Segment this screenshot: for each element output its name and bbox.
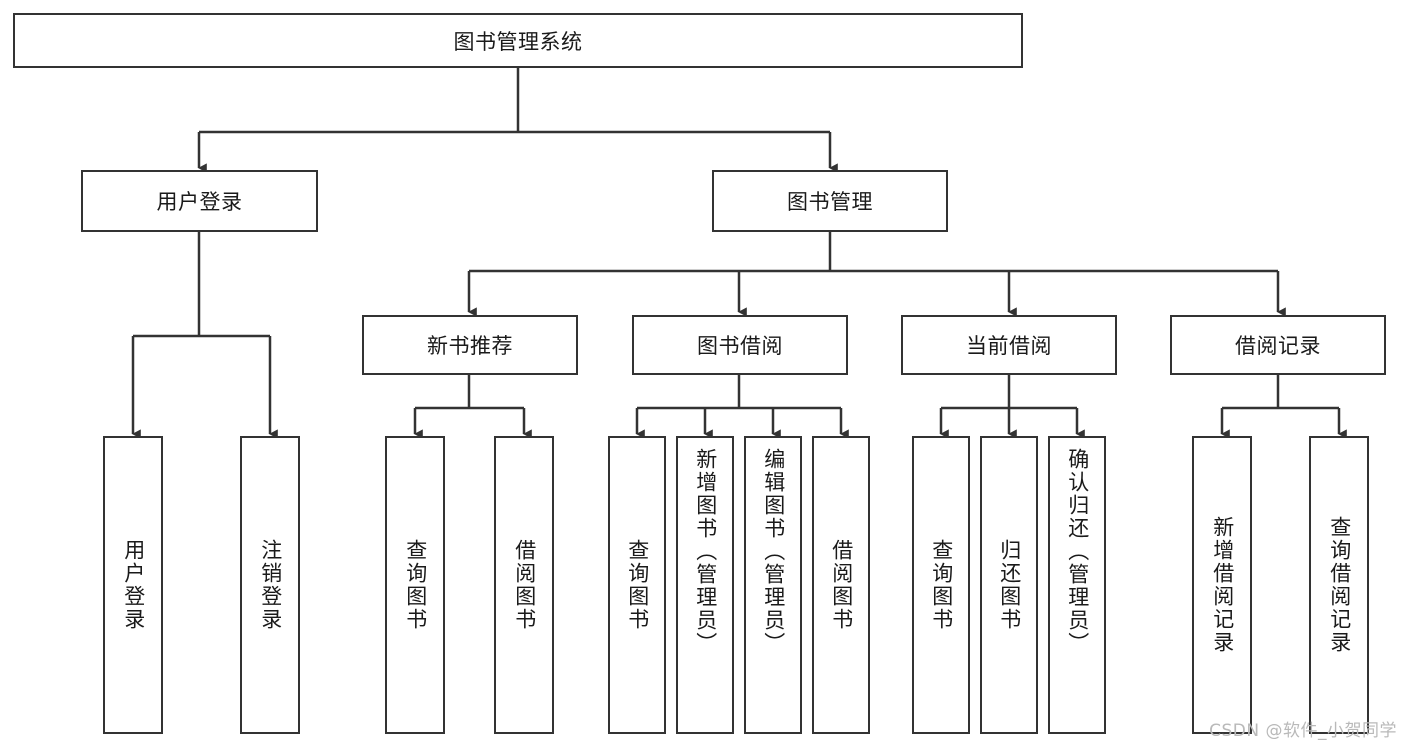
watermark: CSDN @软件_小贺同学 [1209, 721, 1397, 741]
leaf-book-borrow-add-book-admin[interactable]: 新增图书（管理员） [676, 436, 734, 734]
node-label: 注销登录 [258, 539, 283, 631]
node-label: 当前借阅 [966, 334, 1052, 358]
node-new-book-recommend[interactable]: 新书推荐 [362, 315, 578, 375]
leaf-book-borrow-borrow-book[interactable]: 借阅图书 [812, 436, 870, 734]
node-label: 用户登录 [121, 539, 146, 631]
node-root-book-management-system[interactable]: 图书管理系统 [13, 13, 1023, 68]
node-book-borrow[interactable]: 图书借阅 [632, 315, 848, 375]
node-label: 新增借阅记录 [1210, 516, 1235, 654]
leaf-user-login-login[interactable]: 用户登录 [103, 436, 163, 734]
node-label: 图书管理系统 [453, 29, 583, 54]
node-current-borrow[interactable]: 当前借阅 [901, 315, 1117, 375]
node-label: 新增图书（管理员） [693, 448, 718, 655]
leaf-book-borrow-query-book[interactable]: 查询图书 [608, 436, 666, 734]
node-label: 图书借阅 [697, 334, 783, 358]
leaf-borrow-records-add-record[interactable]: 新增借阅记录 [1192, 436, 1252, 734]
leaf-current-borrow-return-book[interactable]: 归还图书 [980, 436, 1038, 734]
node-label: 借阅图书 [512, 539, 537, 631]
node-label: 归还图书 [997, 539, 1022, 631]
leaf-book-borrow-edit-book-admin[interactable]: 编辑图书（管理员） [744, 436, 802, 734]
leaf-current-borrow-confirm-return-admin[interactable]: 确认归还（管理员） [1048, 436, 1106, 734]
node-borrow-records[interactable]: 借阅记录 [1170, 315, 1386, 375]
node-label: 确认归还（管理员） [1065, 448, 1090, 655]
node-book-management[interactable]: 图书管理 [712, 170, 948, 232]
node-label: 查询图书 [929, 539, 954, 631]
node-label: 新书推荐 [427, 334, 513, 358]
node-label: 图书管理 [787, 190, 873, 214]
leaf-new-book-borrow-book[interactable]: 借阅图书 [494, 436, 554, 734]
leaf-borrow-records-query-record[interactable]: 查询借阅记录 [1309, 436, 1369, 734]
node-label: 用户登录 [156, 190, 243, 214]
node-label: 查询图书 [625, 539, 650, 631]
node-label: 编辑图书（管理员） [761, 448, 786, 655]
node-label: 借阅记录 [1235, 334, 1321, 358]
node-label: 查询借阅记录 [1327, 516, 1352, 654]
leaf-user-login-logout[interactable]: 注销登录 [240, 436, 300, 734]
leaf-current-borrow-query-book[interactable]: 查询图书 [912, 436, 970, 734]
node-label: 借阅图书 [829, 539, 854, 631]
node-user-login[interactable]: 用户登录 [81, 170, 318, 232]
node-label: 查询图书 [403, 539, 428, 631]
leaf-new-book-query-book[interactable]: 查询图书 [385, 436, 445, 734]
